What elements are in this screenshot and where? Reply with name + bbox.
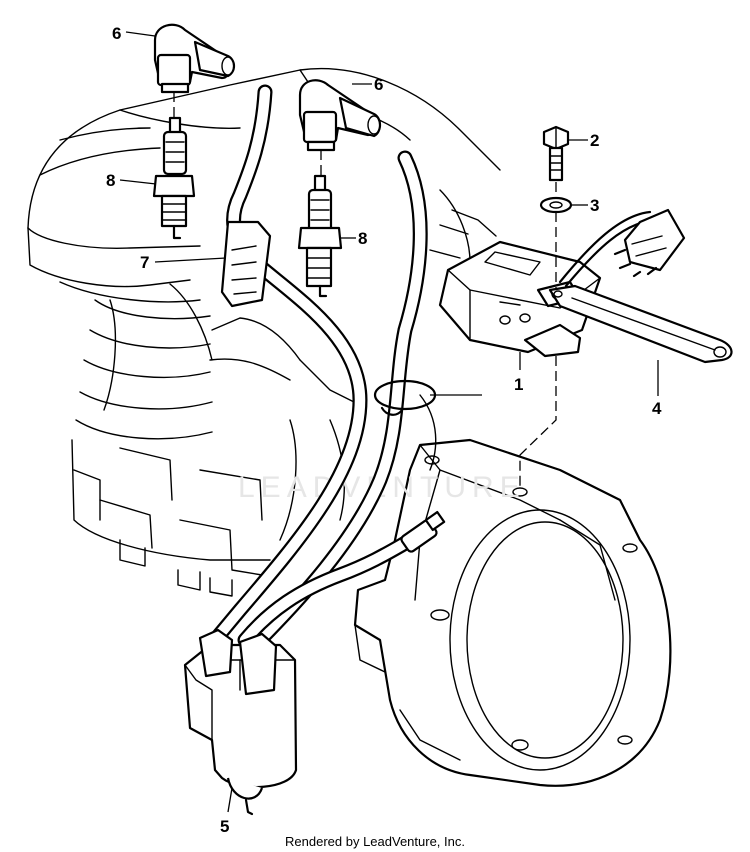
spark-plug-right (297, 174, 343, 298)
washer (539, 196, 573, 214)
lead-holder (220, 220, 272, 308)
ignition-coil (183, 628, 298, 816)
callouts: 6 6 8 8 7 2 3 1 4 5 (106, 24, 662, 836)
assembly-lines (173, 92, 557, 488)
mounting-stay (548, 284, 733, 364)
callout-4: 4 (652, 399, 662, 418)
callout-8-left: 8 (106, 171, 115, 190)
bolt (542, 125, 570, 182)
spark-plug-cap-left (153, 23, 236, 94)
harness-connector (613, 208, 686, 278)
callout-1: 1 (514, 375, 523, 394)
callout-7: 7 (140, 253, 149, 272)
high-tension-leads (207, 84, 428, 653)
callout-5: 5 (220, 817, 229, 836)
spark-plug-cap-right (298, 79, 382, 152)
callout-2: 2 (590, 131, 599, 150)
callout-8-right: 8 (358, 229, 367, 248)
callout-6-left: 6 (112, 24, 121, 43)
lead-connector (400, 510, 446, 553)
spark-plug-left (152, 116, 196, 240)
flywheel-housing (353, 438, 672, 787)
callout-6-right: 6 (374, 75, 383, 94)
footer-credit: Rendered by LeadVenture, Inc. (285, 834, 465, 849)
callout-3: 3 (590, 196, 599, 215)
cdi-unit (438, 210, 658, 358)
